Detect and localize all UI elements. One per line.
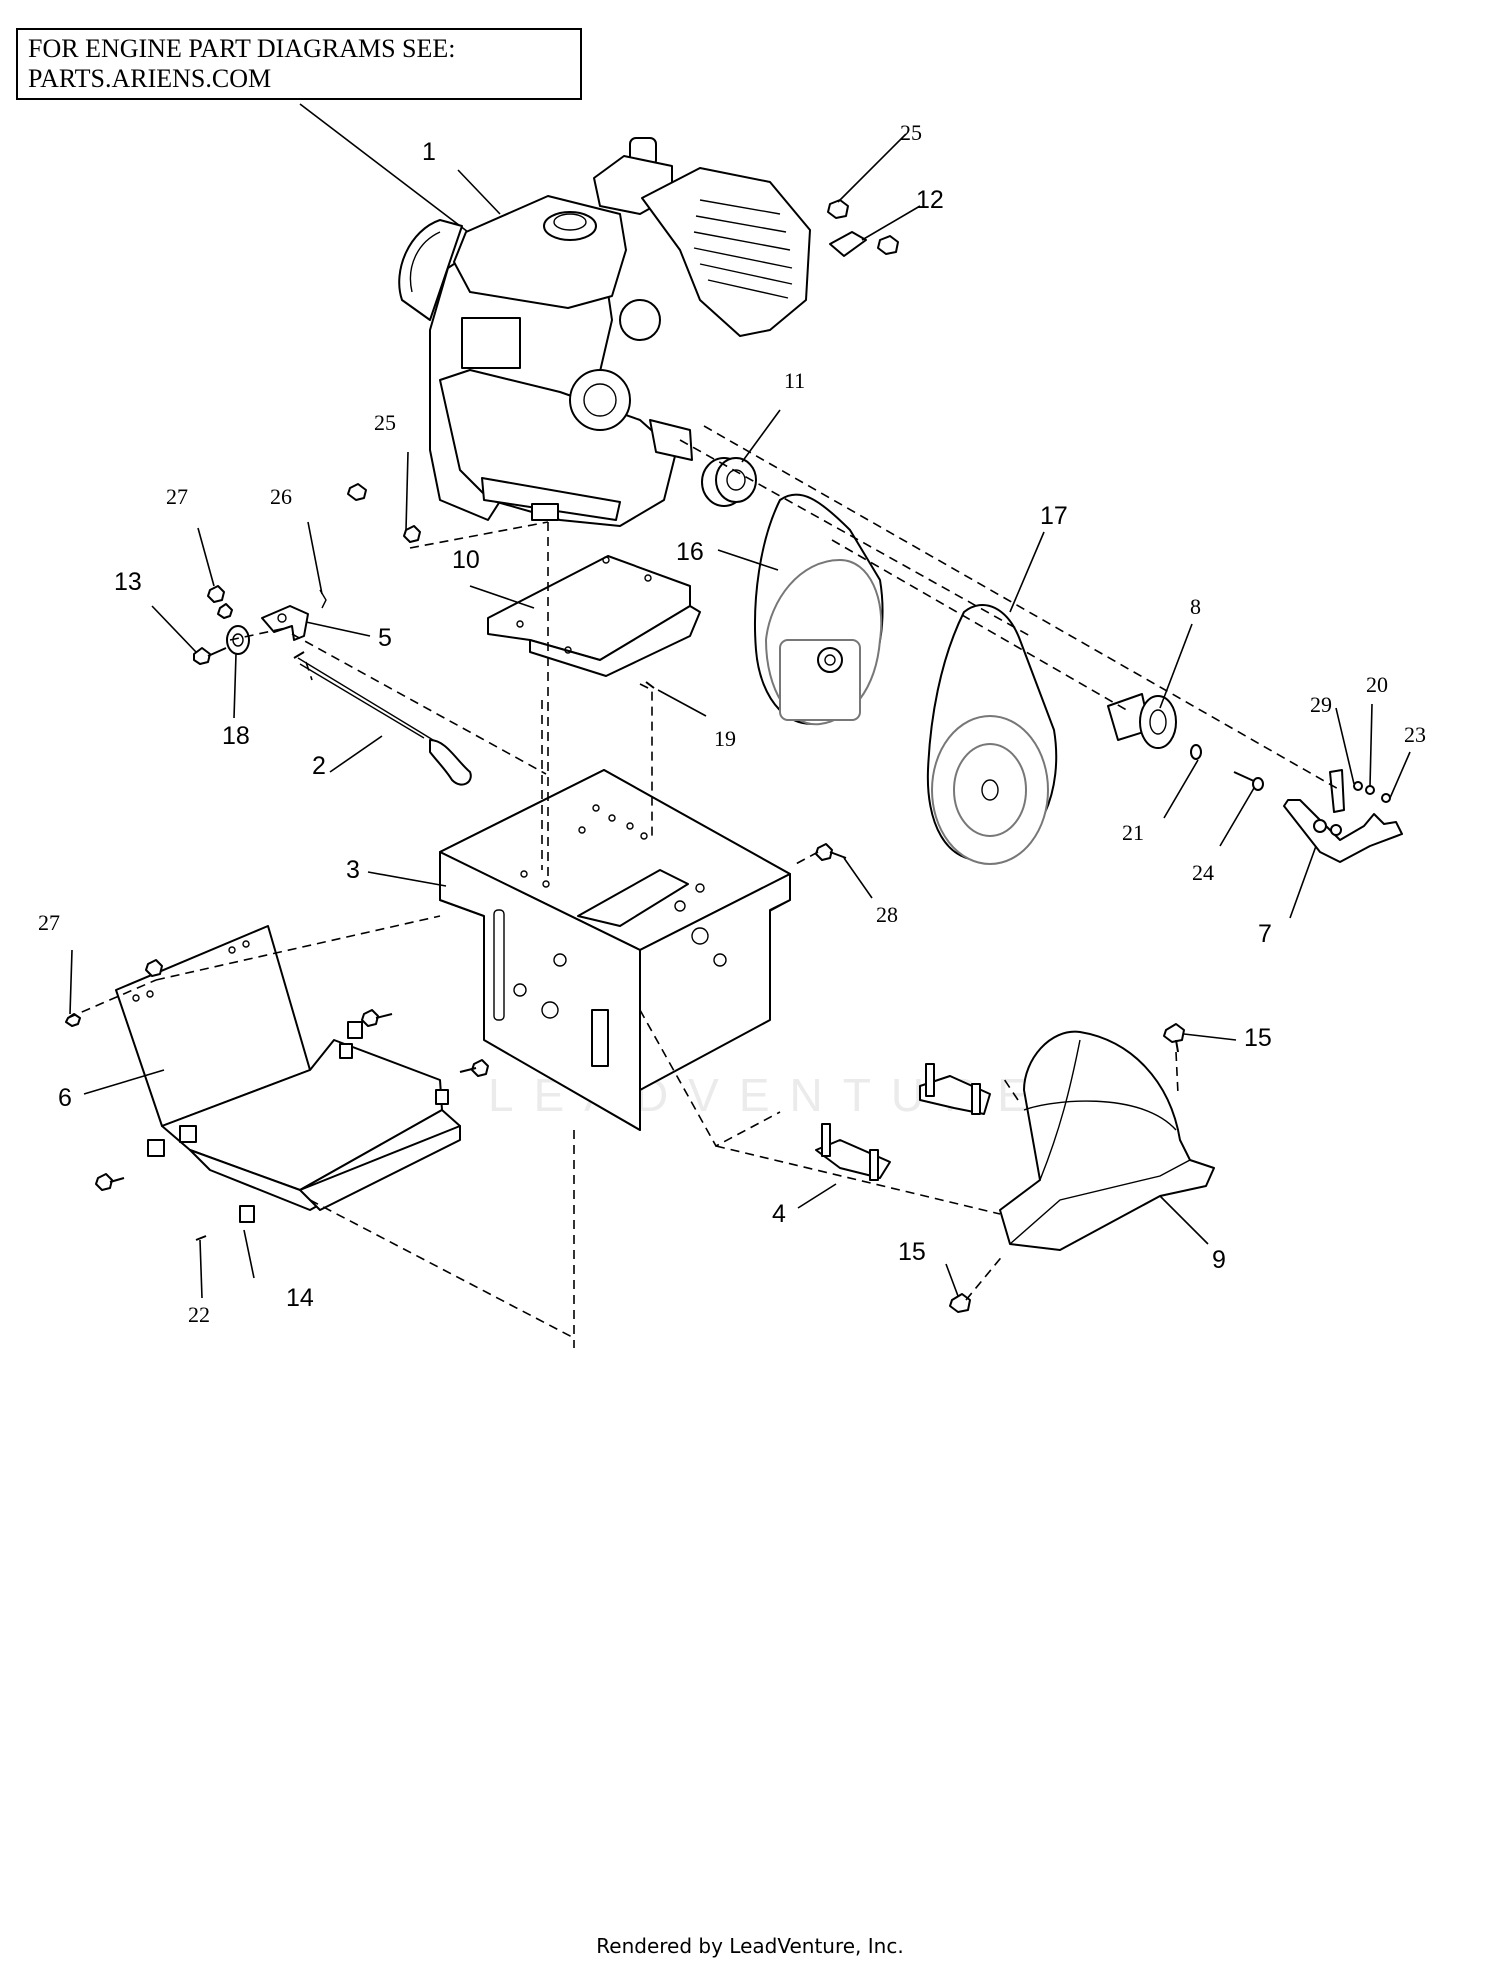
nut-part-25-left <box>347 483 421 543</box>
callout-leader-lines <box>69 133 1411 1299</box>
screw-part-15-bottom <box>949 1293 971 1313</box>
bolt-part-13 <box>193 647 227 665</box>
callout-16: 16 <box>676 538 704 566</box>
callout-8: 8 <box>1190 594 1201 619</box>
cable-part-2 <box>293 651 472 786</box>
alignment-lines <box>67 425 1341 1348</box>
callout-24: 24 <box>1192 860 1214 885</box>
callout-3: 3 <box>346 856 360 884</box>
callout-11: 11 <box>784 368 805 393</box>
callout-20: 20 <box>1366 672 1388 697</box>
nut-part-25-top <box>827 199 849 219</box>
callout-15a: 15 <box>1244 1024 1272 1052</box>
pulley-part-8 <box>1107 693 1177 749</box>
callout-15b: 15 <box>898 1238 926 1266</box>
callout-7: 7 <box>1258 920 1272 948</box>
pulley-part-11 <box>701 457 757 507</box>
callout-23: 23 <box>1404 722 1426 747</box>
callout-17: 17 <box>1040 502 1068 530</box>
bracket-part-5 <box>261 605 309 641</box>
screw-part-15-top <box>1163 1023 1185 1053</box>
notice-line-1: FOR ENGINE PART DIAGRAMS SEE: <box>28 34 456 63</box>
callout-27b: 27 <box>38 910 60 935</box>
callout-9: 9 <box>1212 1246 1226 1274</box>
callout-6: 6 <box>58 1084 72 1112</box>
callout-12: 12 <box>916 186 944 214</box>
pin-part-24 <box>1233 771 1264 791</box>
belt-part-17 <box>926 603 1058 865</box>
belt-part-16 <box>754 493 884 726</box>
callout-labels: 1 2 3 4 5 6 7 8 9 10 11 12 13 14 15 15 1… <box>38 120 1426 1327</box>
callout-19: 19 <box>714 726 736 751</box>
bracket-part-12 <box>829 231 899 257</box>
callout-26: 26 <box>270 484 292 509</box>
callout-13: 13 <box>114 568 142 596</box>
callout-29: 29 <box>1310 692 1332 717</box>
callout-5: 5 <box>378 624 392 652</box>
callout-10: 10 <box>452 546 480 574</box>
bracket-part-4 <box>815 1063 991 1181</box>
cover-plate-part-6 <box>115 925 461 1211</box>
callout-2: 2 <box>312 752 326 780</box>
notice-leader-line <box>299 103 469 233</box>
clip-part-26 <box>319 589 327 609</box>
pin-part-19 <box>645 681 655 689</box>
callout-25a: 25 <box>374 410 396 435</box>
engine-diagram-notice: FOR ENGINE PART DIAGRAMS SEE: PARTS.ARIE… <box>16 28 582 100</box>
engine <box>398 137 811 527</box>
frame-part-3 <box>439 769 791 1131</box>
callout-18: 18 <box>222 722 250 750</box>
bolt-part-28 <box>815 843 847 861</box>
belt-cover-part-9 <box>999 1030 1215 1251</box>
nut-part-27-top <box>207 585 233 619</box>
washer-part-21 <box>1190 744 1202 760</box>
callout-1: 1 <box>422 138 436 166</box>
idler-bracket-part-7 <box>1283 769 1403 863</box>
small-hardware-parts <box>1353 781 1391 803</box>
callout-21: 21 <box>1122 820 1144 845</box>
plate-part-10 <box>487 555 701 677</box>
callout-22: 22 <box>188 1302 210 1327</box>
callout-14: 14 <box>286 1284 314 1312</box>
callout-4: 4 <box>772 1200 786 1228</box>
callout-27a: 27 <box>166 484 188 509</box>
notice-line-2: PARTS.ARIENS.COM <box>28 64 272 93</box>
callout-25b: 25 <box>900 120 922 145</box>
bearing-part-18 <box>226 625 250 655</box>
footer-credit: Rendered by LeadVenture, Inc. <box>596 1934 904 1958</box>
callout-28: 28 <box>876 902 898 927</box>
